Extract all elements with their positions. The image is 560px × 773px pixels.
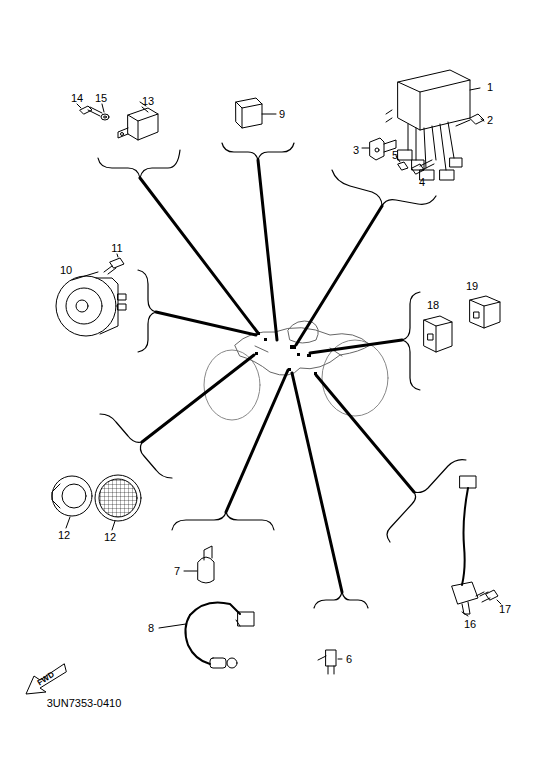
clamp-7 xyxy=(184,546,214,583)
callout-number: 3 xyxy=(353,145,359,156)
switch-16 xyxy=(452,476,484,616)
callout-number: 4 xyxy=(419,177,425,188)
relay-18 xyxy=(424,316,452,352)
lead-wire-8 xyxy=(159,602,254,668)
sensor-6 xyxy=(318,650,342,674)
group-brackets xyxy=(98,143,466,608)
callout-number: 12 xyxy=(58,530,70,541)
callout-number: 8 xyxy=(148,623,154,634)
relay-19 xyxy=(470,296,500,328)
callout-number: 1 xyxy=(487,82,493,93)
screw-11 xyxy=(104,254,124,274)
screw-17 xyxy=(480,590,501,604)
igniter-unit-1 xyxy=(386,70,480,180)
callout-number: 12 xyxy=(104,532,116,543)
callout-number: 19 xyxy=(466,281,478,292)
callout-number: 14 xyxy=(71,93,83,104)
cap-12 xyxy=(52,476,92,528)
callout-number: 5 xyxy=(392,150,398,161)
callout-number: 15 xyxy=(95,93,107,104)
bolt-14 xyxy=(77,104,102,116)
drawing-code: 3UN7353-0410 xyxy=(47,698,122,709)
callout-number: 13 xyxy=(142,96,154,107)
bolt-4 xyxy=(412,160,434,174)
callout-number: 2 xyxy=(487,115,493,126)
bolt-2 xyxy=(456,114,484,126)
callout-number: 6 xyxy=(346,654,352,665)
mesh-cover-12 xyxy=(95,475,141,530)
callout-number: 10 xyxy=(60,265,72,276)
motorcycle-outline xyxy=(204,321,388,420)
horn-10 xyxy=(56,272,126,336)
leader-rays xyxy=(140,160,414,592)
relay-13 xyxy=(118,102,158,140)
forward-arrow xyxy=(26,664,66,694)
relay-9 xyxy=(236,98,276,128)
callout-number: 9 xyxy=(279,109,285,120)
washer-15 xyxy=(101,104,109,120)
callout-number: 17 xyxy=(499,604,511,615)
callout-number: 16 xyxy=(464,619,476,630)
leader-line xyxy=(142,107,148,112)
callout-number: 18 xyxy=(427,300,439,311)
callout-number: 11 xyxy=(111,243,122,254)
callout-number: 7 xyxy=(174,566,180,577)
bracket-3 xyxy=(362,138,396,160)
